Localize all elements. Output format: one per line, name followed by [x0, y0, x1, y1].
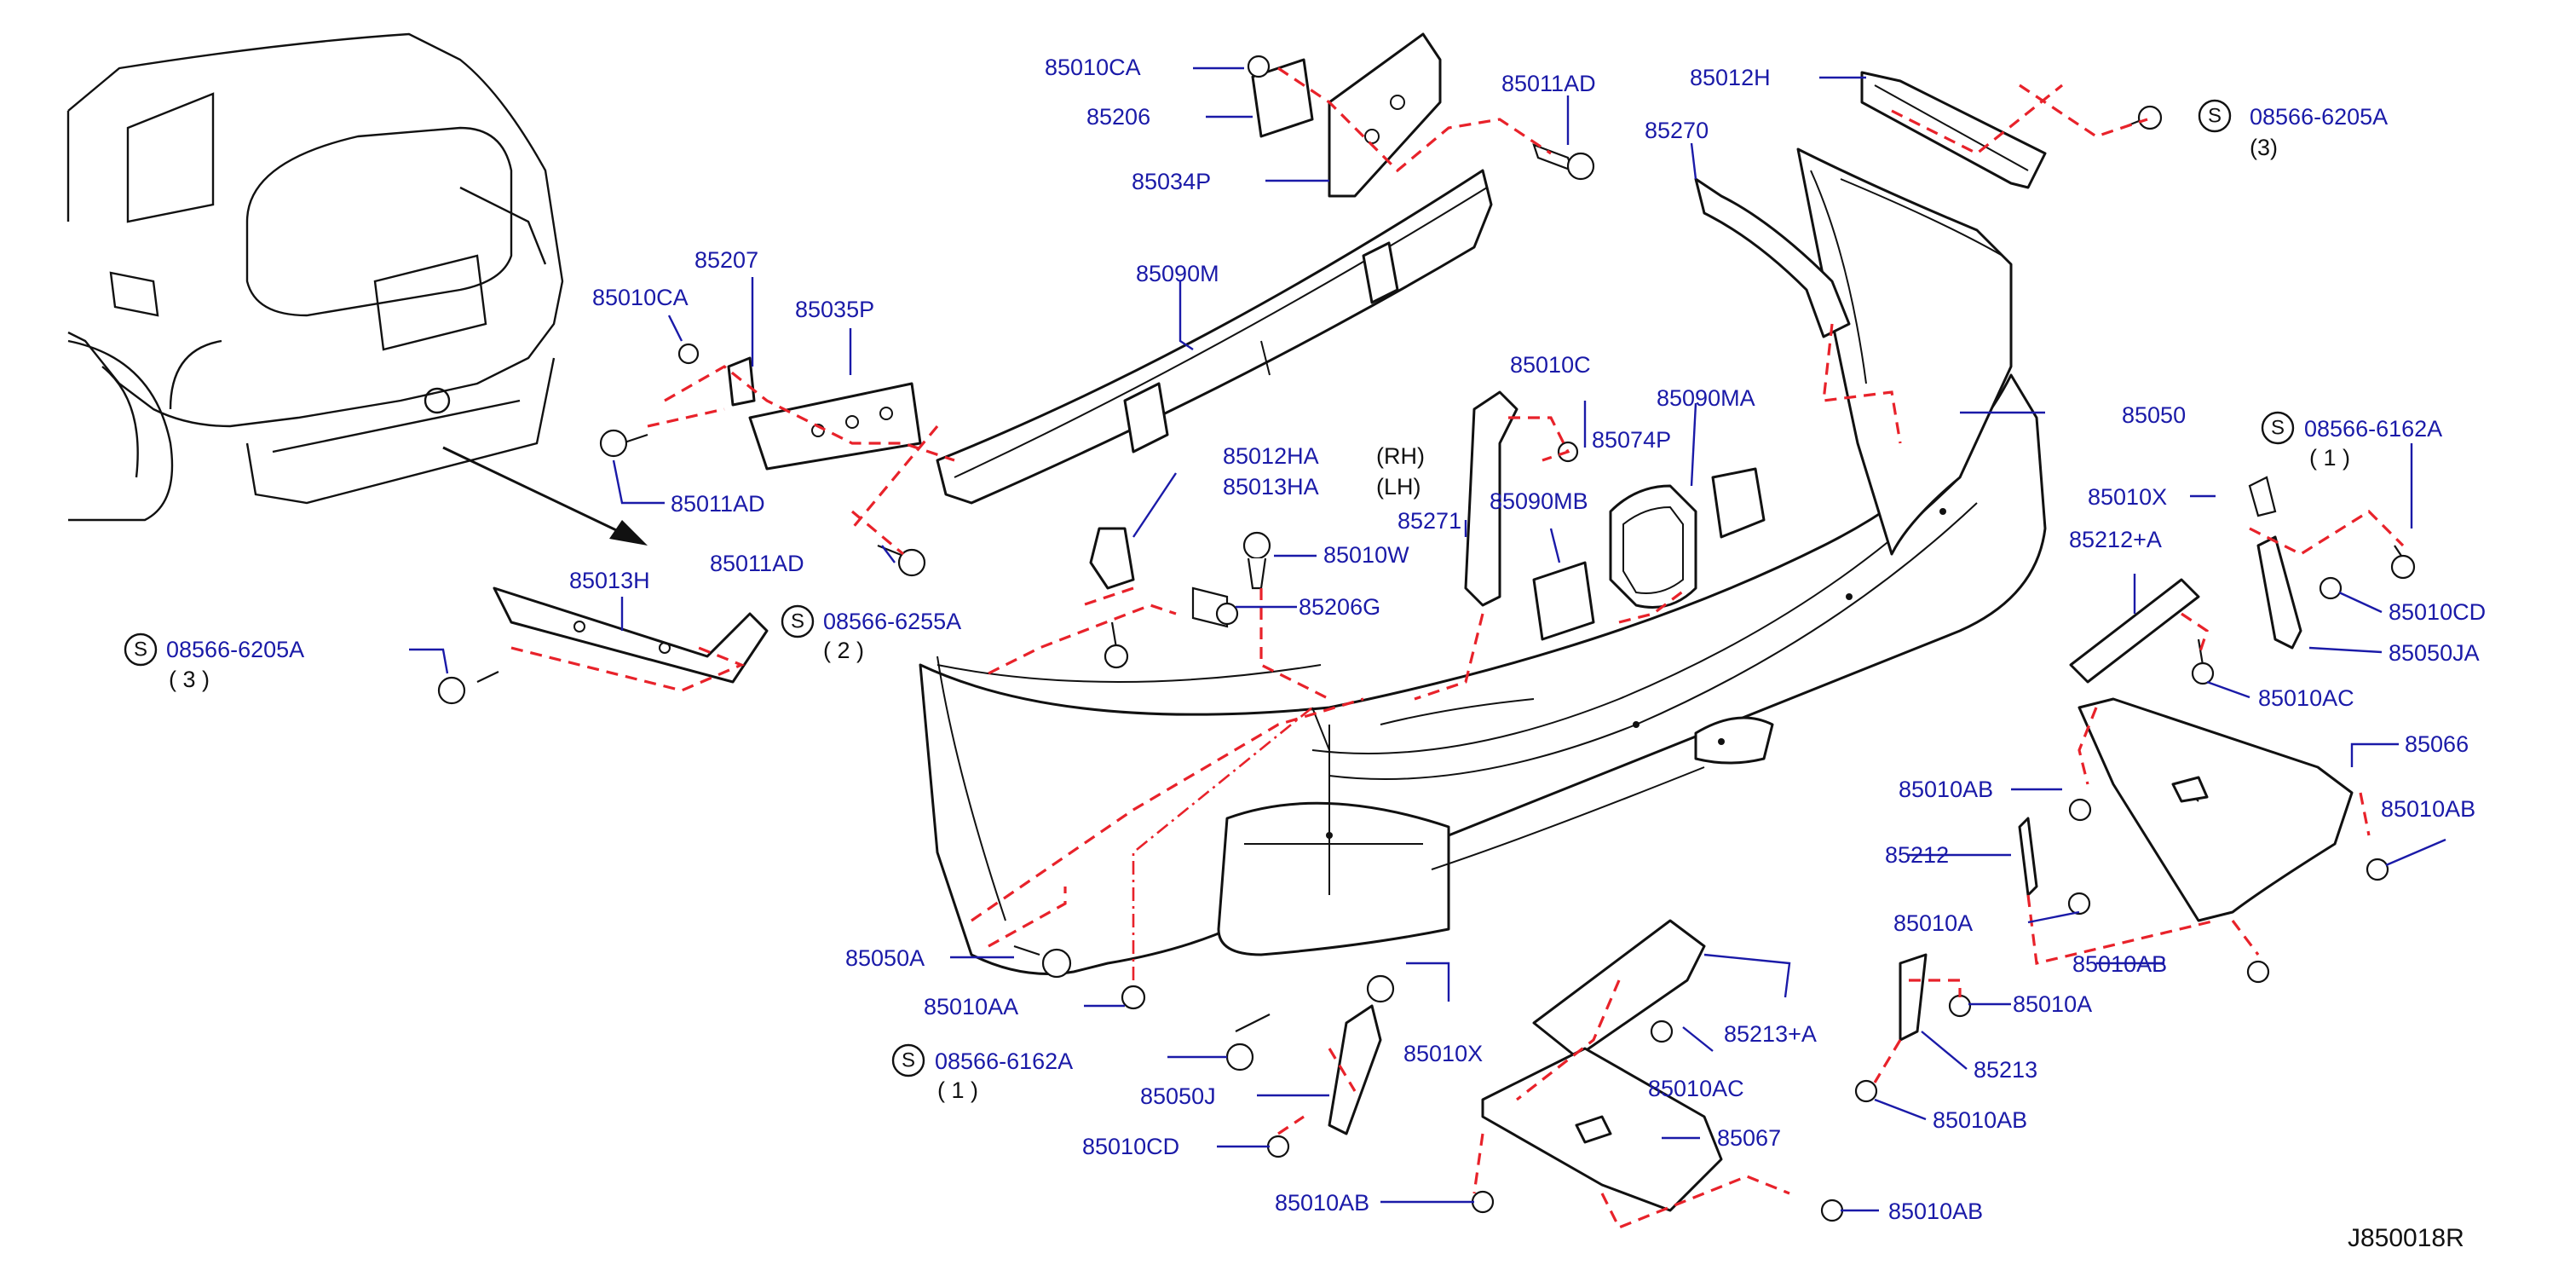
label-85013ha: 85013HA [1223, 474, 1319, 500]
label-85213: 85213 [1974, 1057, 2037, 1083]
undercover-85066 [2068, 697, 2389, 984]
label-85074p: 85074P [1592, 427, 1671, 453]
leader-lines [409, 66, 2446, 1212]
label-85012ha: 85012HA [1223, 443, 1319, 469]
rear-bumper-fascia [919, 373, 2047, 975]
s-symbol [891, 1043, 925, 1077]
pads-center [1532, 467, 1766, 641]
label-85010a-2: 85010A [2013, 991, 2092, 1017]
bracket-85034p [1247, 32, 1442, 198]
label-85206: 85206 [1086, 104, 1150, 130]
label-85050a: 85050A [845, 945, 925, 971]
label-08566-6162a-right: 08566-6162A [2304, 416, 2442, 442]
clips-center [1089, 527, 1271, 669]
s-symbol-text: S [902, 1049, 915, 1072]
label-85010c: 85010C [1510, 352, 1591, 378]
label-85066: 85066 [2405, 731, 2469, 757]
s-symbol [781, 604, 815, 638]
s-symbol-text: S [791, 610, 804, 633]
bracket-85013h [437, 586, 769, 705]
bolt-85011ad-mid [877, 544, 926, 577]
label-85010aa: 85010AA [924, 994, 1018, 1020]
label-85010x-right: 85010X [2088, 484, 2167, 510]
undercover-85067 [1471, 919, 1844, 1222]
label-08566-6162a-bottom: 08566-6162A [935, 1048, 1073, 1074]
label-85010x-bottom: 85010X [1403, 1041, 1483, 1066]
label-qty-1-bottom: ( 1 ) [937, 1077, 978, 1103]
part-labels: 85010CA 85206 85034P 85011AD 85012H 0856… [166, 55, 2486, 1252]
label-85010w: 85010W [1323, 542, 1409, 568]
label-85090mb: 85090MB [1490, 488, 1588, 514]
label-85213-a: 85213+A [1724, 1021, 1817, 1047]
label-85010ca-left: 85010CA [592, 285, 689, 310]
brackets-85212-85213 [1854, 817, 2091, 1103]
diagram-id: J850018R [2348, 1224, 2464, 1252]
direction-arrow [442, 446, 648, 546]
label-85212: 85212 [1885, 842, 1949, 868]
label-85010ca-top: 85010CA [1045, 55, 1141, 80]
label-qty-3-top: (3) [2250, 135, 2278, 160]
label-85010cd-right: 85010CD [2389, 599, 2486, 625]
bracket-85270 [1694, 177, 1851, 338]
label-85010ab-b2: 85010AB [1888, 1199, 1983, 1224]
label-85011ad-left: 85011AD [671, 491, 765, 517]
label-85010a-1: 85010A [1893, 910, 1973, 936]
reinforcement-beam [936, 169, 1493, 505]
label-08566-6205a-left: 08566-6205A [166, 637, 304, 662]
label-85271: 85271 [1397, 508, 1461, 534]
label-85011ad-mid: 85011AD [710, 551, 804, 576]
label-85012h: 85012H [1690, 65, 1771, 90]
label-85011ad-top: 85011AD [1501, 71, 1596, 96]
s-symbol-text: S [134, 638, 147, 661]
label-85013h: 85013H [569, 568, 650, 593]
label-lh: (LH) [1376, 474, 1421, 500]
label-qty-3-left: ( 3 ) [169, 667, 210, 692]
bolt-85011ad-top [1532, 143, 1595, 181]
vehicle-outline [66, 32, 564, 522]
label-08566-6255a: 08566-6255A [823, 609, 961, 634]
label-85050ja: 85050JA [2389, 640, 2480, 666]
label-85050j: 85050J [1140, 1083, 1216, 1109]
label-85010ac-bottom: 85010AC [1648, 1076, 1744, 1101]
label-85010ab-r3: 85010AB [2072, 951, 2167, 977]
s-symbol-text: S [2271, 417, 2285, 440]
label-85010ab-r2: 85010AB [2381, 796, 2475, 822]
s-symbol [2198, 99, 2232, 133]
fasteners-bottom-left [1013, 944, 1395, 1158]
label-85090m: 85090M [1136, 261, 1219, 286]
clips-right [2069, 476, 2416, 685]
label-qty-2: ( 2 ) [823, 638, 864, 663]
label-08566-6205a-top: 08566-6205A [2250, 104, 2388, 130]
label-85034p: 85034P [1132, 169, 1211, 194]
label-85212-a: 85212+A [2069, 527, 2162, 552]
bracket-85012h [1860, 71, 2163, 189]
label-85010ab-bottom: 85010AB [1275, 1190, 1369, 1216]
label-85090ma: 85090MA [1657, 385, 1755, 411]
label-85010ab-r1: 85010AB [1899, 777, 1993, 802]
s-symbol [2261, 411, 2295, 445]
label-85010ab-r4: 85010AB [1933, 1107, 2027, 1133]
label-85270: 85270 [1645, 118, 1709, 143]
label-85035p: 85035P [795, 297, 874, 322]
label-85010cd-bottom: 85010CD [1082, 1134, 1179, 1159]
standard-part-symbols: S S S S S [124, 99, 2295, 1077]
s-symbol-text: S [2208, 105, 2222, 128]
connector-lines [510, 66, 2405, 1230]
label-85050: 85050 [2122, 402, 2186, 428]
label-85206g: 85206G [1299, 594, 1380, 620]
label-85010ac-right: 85010AC [2258, 685, 2354, 711]
bracket-85035p [599, 343, 922, 471]
label-85067: 85067 [1717, 1125, 1781, 1151]
label-rh: (RH) [1376, 443, 1425, 469]
label-qty-1-right: ( 1 ) [2309, 445, 2350, 471]
label-85207: 85207 [694, 247, 758, 273]
s-symbol [124, 632, 158, 667]
